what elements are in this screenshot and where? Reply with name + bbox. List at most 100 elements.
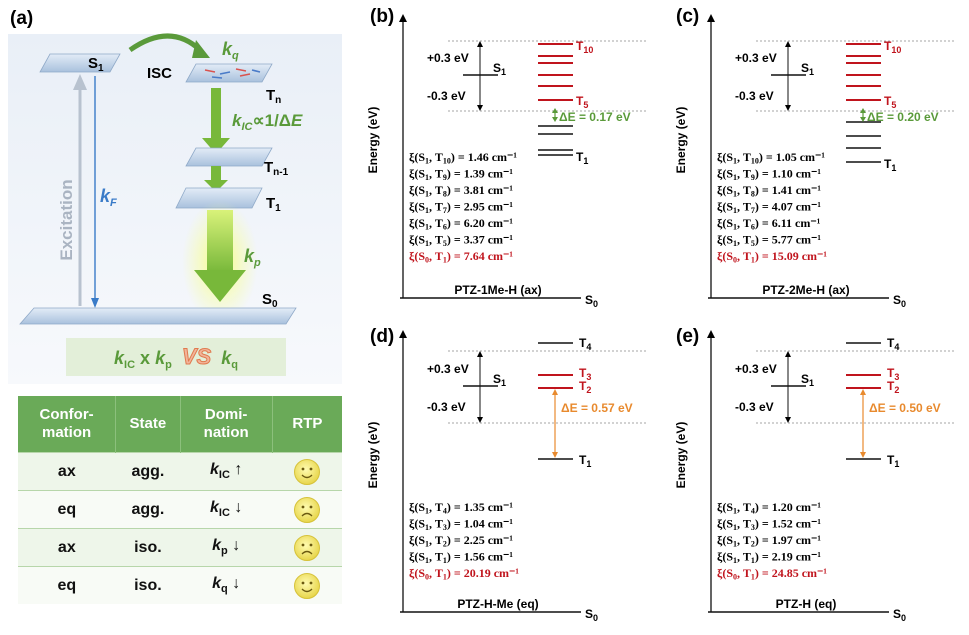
- xi-entry: ξ(S1, T7) = 2.95 cm⁻¹: [409, 200, 513, 216]
- plus-arrow-head: [477, 351, 483, 357]
- minus-label: -0.3 eV: [735, 89, 774, 103]
- plus-label: +0.3 eV: [735, 362, 777, 376]
- s0-label: S0: [893, 607, 906, 623]
- t-mid-label: T5: [884, 94, 896, 110]
- header-conformation-l2: mation: [41, 424, 92, 441]
- xi-entry: ξ(S1, T5) = 3.37 cm⁻¹: [409, 233, 513, 249]
- kic-arrow-shaft: [211, 88, 221, 140]
- tn-dashes: [204, 68, 261, 79]
- s1-plate: [39, 53, 121, 73]
- cell-domination: kIC ↓: [180, 490, 273, 529]
- panel-tag: (d): [370, 326, 394, 347]
- cell-state: agg.: [115, 490, 181, 529]
- t-low-label: T1: [884, 157, 896, 173]
- xi-entry-red: ξ(S0, T1) = 24.85 cm⁻¹: [717, 566, 827, 582]
- header-state: State: [115, 396, 181, 453]
- cell-domination: kp ↓: [180, 528, 273, 567]
- kq-label: kq: [222, 39, 239, 62]
- kic-label: kIC∝1/ΔE: [232, 111, 303, 133]
- t1-label: T1: [266, 195, 281, 214]
- s1-label: S1: [493, 61, 506, 77]
- tn-1-plate: [185, 147, 273, 167]
- delta-label: ΔE = 0.17 eV: [559, 110, 631, 124]
- plus-arrow-head: [785, 41, 791, 47]
- domination-sub: IC: [218, 469, 230, 482]
- domination-sub: p: [221, 545, 228, 558]
- domination-arrow: ↓: [227, 575, 241, 593]
- comparison-text: kIC x kp VS kq: [114, 344, 238, 371]
- xi-entry: ξ(S1, T5) = 5.77 cm⁻¹: [717, 233, 821, 249]
- panel-tag: (e): [676, 326, 699, 347]
- cell-rtp: [272, 566, 342, 604]
- delta-arrow-head-bottom: [552, 117, 558, 122]
- domination-arrow: ↓: [229, 499, 243, 517]
- xi-entry: ξ(S1, T6) = 6.11 cm⁻¹: [717, 216, 821, 232]
- kp-label: kp: [244, 246, 261, 269]
- plus-arrow-head: [477, 41, 483, 47]
- plus-arrow-head: [785, 351, 791, 357]
- xi-entry: ξ(S1, T10) = 1.46 cm⁻¹: [409, 150, 517, 166]
- kic-arrow-head: [202, 138, 230, 154]
- t3-label: T3: [579, 366, 591, 382]
- panel-a: (a) S1 ISC kq Tn kIC∝1/ΔE Tn-1: [8, 8, 342, 384]
- xi-entry: ξ(S1, T1) = 2.19 cm⁻¹: [717, 550, 821, 566]
- delta-arrow-head-bottom: [860, 452, 866, 458]
- molecule-name: PTZ-2Me-H (ax): [762, 283, 849, 297]
- s1-label: S1: [801, 61, 814, 77]
- plus-label: +0.3 eV: [427, 362, 469, 376]
- xi-entry: ξ(S1, T3) = 1.04 cm⁻¹: [409, 517, 513, 533]
- t1-label: T1: [579, 453, 591, 469]
- energy-axis-label: Energy (eV): [674, 422, 688, 489]
- s1-label: S1: [493, 372, 506, 388]
- delta-arrow-head-top: [860, 108, 866, 113]
- cell-state: iso.: [115, 528, 181, 567]
- plus-label: +0.3 eV: [735, 51, 777, 65]
- comparison-box: [66, 338, 286, 376]
- t3-label: T3: [887, 366, 899, 382]
- plus-label: +0.3 eV: [427, 51, 469, 65]
- tn-label: Tn: [266, 87, 281, 106]
- header-conformation-l1: Confor-: [39, 406, 94, 423]
- cell-conformation: ax: [18, 528, 116, 567]
- minus-label: -0.3 eV: [427, 400, 466, 414]
- molecule-name: PTZ-H-Me (eq): [457, 597, 538, 611]
- xi-entry-red: ξ(S0, T1) = 15.09 cm⁻¹: [717, 249, 827, 265]
- delta-label: ΔE = 0.50 eV: [869, 401, 941, 415]
- cell-rtp: [272, 528, 342, 567]
- header-domination-l2: nation: [203, 424, 249, 441]
- domination-k: k: [212, 575, 222, 593]
- domination-sub: IC: [218, 507, 230, 520]
- t-top-label: T10: [884, 39, 901, 55]
- xi-entry: ξ(S1, T4) = 1.20 cm⁻¹: [717, 500, 821, 516]
- s1-label: S1: [801, 372, 814, 388]
- minus-label: -0.3 eV: [735, 400, 774, 414]
- minus-arrow-head: [477, 417, 483, 423]
- t-top-label: T10: [576, 39, 593, 55]
- t1-label: T1: [887, 453, 899, 469]
- cell-conformation: ax: [18, 452, 116, 491]
- minus-arrow-head: [785, 417, 791, 423]
- t-mid-label: T5: [576, 94, 588, 110]
- s0-label: S0: [585, 293, 598, 309]
- s0-label: S0: [585, 607, 598, 623]
- kf-label: kF: [100, 186, 117, 209]
- xi-entry-red: ξ(S0, T1) = 20.19 cm⁻¹: [409, 566, 519, 582]
- minus-arrow-head: [785, 105, 791, 111]
- s0-plate: [19, 307, 297, 325]
- cell-domination: kIC ↑: [180, 452, 273, 491]
- xi-entry: ξ(S1, T2) = 1.97 cm⁻¹: [717, 533, 821, 549]
- domination-k: k: [209, 461, 219, 479]
- xi-entry: ξ(S1, T2) = 2.25 cm⁻¹: [409, 533, 513, 549]
- s0-label: S0: [262, 291, 278, 310]
- vs-label: VS: [182, 344, 212, 369]
- molecule-name: PTZ-1Me-H (ax): [454, 283, 541, 297]
- excitation-label: Excitation: [57, 179, 76, 260]
